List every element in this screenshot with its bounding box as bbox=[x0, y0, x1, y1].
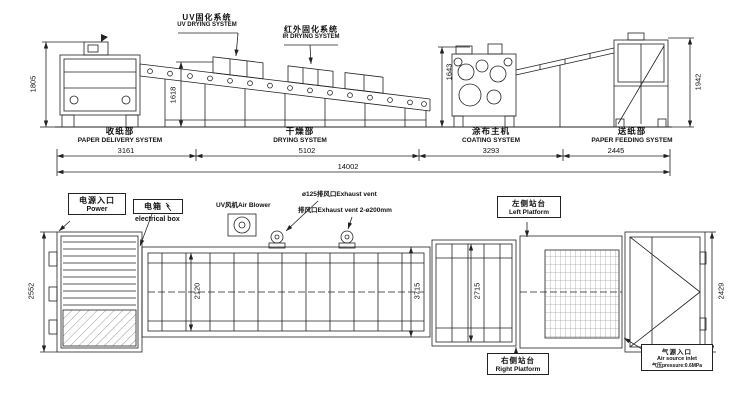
air-inlet-label: 气源入口 Air source inlet 气压pressure:0.6MPa bbox=[641, 344, 713, 371]
section-coating-en: COATING SYSTEM bbox=[461, 136, 521, 144]
uv-callout-en: UV DRYING SYSTEM bbox=[177, 22, 237, 29]
electrical-box-en: electrical box bbox=[135, 216, 180, 223]
left-platform-label: 左侧站台 Left Platform bbox=[497, 196, 561, 218]
dim-plan-width-2: 3715 bbox=[412, 282, 422, 300]
dim-height-delivery: 1805 bbox=[28, 75, 38, 93]
dim-plan-width-1: 2120 bbox=[192, 282, 202, 300]
air-inlet-en: Air source inlet bbox=[656, 356, 698, 362]
section-drying-en: DRYING SYSTEM bbox=[273, 136, 327, 144]
uv-blower-label: UV风机Air Blower bbox=[216, 202, 271, 209]
dim-depth-left: 2552 bbox=[26, 282, 36, 300]
dim-height-dryer: 1618 bbox=[168, 86, 178, 104]
electrical-box-label: 电箱 bbox=[133, 199, 183, 214]
section-feeding-label: 送纸部 PAPER FEEDING SYSTEM bbox=[591, 126, 673, 144]
power-inlet-label: 电源入口 Power bbox=[68, 193, 126, 215]
left-platform-zh: 左侧站台 bbox=[512, 199, 546, 208]
dim-height-feeder: 1942 bbox=[693, 73, 703, 91]
power-inlet-en: Power bbox=[86, 206, 108, 213]
dim-width-coating: 3293 bbox=[482, 146, 500, 155]
ir-system-callout: 红外固化系统 IR DRYING SYSTEM bbox=[282, 25, 339, 41]
section-feeding-zh: 送纸部 bbox=[617, 126, 647, 136]
right-platform-en: Right Platform bbox=[495, 366, 541, 373]
section-delivery-en: PAPER DELIVERY SYSTEM bbox=[77, 136, 163, 144]
dim-width-drying: 5102 bbox=[298, 146, 316, 155]
air-inlet-zh: 气源入口 bbox=[662, 349, 692, 356]
switch-symbol-icon bbox=[165, 202, 172, 211]
dim-height-coater: 1643 bbox=[444, 63, 454, 81]
ir-callout-en: IR DRYING SYSTEM bbox=[282, 34, 340, 41]
section-feeding-en: PAPER FEEDING SYSTEM bbox=[591, 136, 673, 144]
exhaust-200-label: 排风口Exhaust vent 2-ø200mm bbox=[298, 207, 392, 214]
electrical-box-zh: 电箱 bbox=[144, 202, 162, 211]
section-drying-zh: 干燥部 bbox=[285, 126, 315, 136]
uv-callout-zh: UV固化系统 bbox=[182, 13, 232, 22]
section-coating-zh: 涂布主机 bbox=[471, 126, 510, 136]
section-drying-label: 干燥部 DRYING SYSTEM bbox=[273, 126, 327, 144]
dim-plan-width-3: 2715 bbox=[472, 282, 482, 300]
dim-total-width: 14002 bbox=[337, 162, 359, 171]
dim-depth-right: 2429 bbox=[716, 282, 726, 300]
section-coating-label: 涂布主机 COATING SYSTEM bbox=[461, 126, 521, 144]
dim-width-feeding: 2445 bbox=[607, 146, 625, 155]
section-delivery-zh: 收纸部 bbox=[105, 126, 135, 136]
exhaust-125-label: ø125排风口Exhaust vent bbox=[302, 191, 377, 198]
uv-system-callout: UV固化系统 UV DRYING SYSTEM bbox=[177, 13, 236, 29]
right-platform-label: 右侧站台 Right Platform bbox=[487, 353, 549, 375]
power-inlet-zh: 电源入口 bbox=[79, 196, 115, 205]
ir-callout-zh: 红外固化系统 bbox=[284, 25, 338, 34]
air-inlet-pressure: 气压pressure:0.6MPa bbox=[651, 363, 703, 369]
left-platform-en: Left Platform bbox=[508, 209, 550, 216]
right-platform-zh: 右侧站台 bbox=[501, 356, 535, 365]
dim-width-delivery: 3161 bbox=[117, 146, 135, 155]
section-delivery-label: 收纸部 PAPER DELIVERY SYSTEM bbox=[77, 126, 163, 144]
